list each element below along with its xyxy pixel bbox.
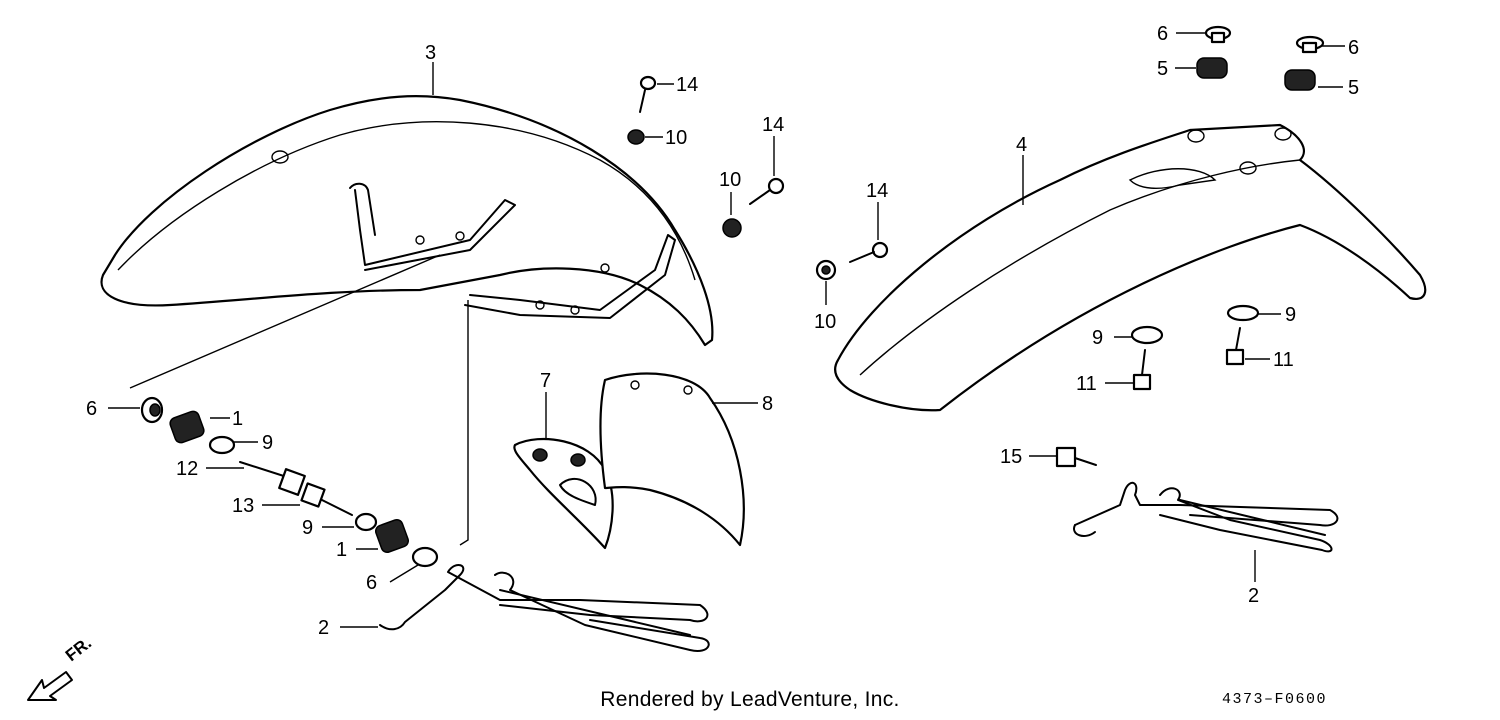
- bolt-part-11[interactable]: [1225, 327, 1245, 366]
- callout-5: 5: [1348, 77, 1359, 99]
- collar-part-6[interactable]: [1204, 25, 1232, 44]
- callout-7: 7: [540, 370, 551, 392]
- mud-flap-part-8[interactable]: [599, 372, 745, 547]
- callout-3: 3: [425, 42, 436, 64]
- callout-9: 9: [262, 432, 273, 454]
- callout-9: 9: [1285, 304, 1296, 326]
- callout-11: 11: [1076, 373, 1097, 395]
- left-mount-hardware[interactable]: [140, 396, 439, 568]
- callout-10: 10: [814, 311, 836, 333]
- callout-9: 9: [302, 517, 313, 539]
- screw-part-14[interactable]: [639, 75, 657, 113]
- callout-12: 12: [176, 458, 198, 480]
- render-credit: Rendered by LeadVenture, Inc.: [600, 688, 900, 711]
- callout-6: 6: [1157, 23, 1168, 45]
- front-fender-part-3[interactable]: [100, 95, 714, 347]
- callout-15: 15: [1000, 446, 1022, 468]
- grommet-part-5[interactable]: [1284, 69, 1316, 91]
- screw-part-14[interactable]: [849, 241, 889, 263]
- bolt-part-11[interactable]: [1132, 349, 1152, 391]
- callout-9: 9: [1092, 327, 1103, 349]
- callout-14: 14: [676, 74, 698, 96]
- screw-part-14[interactable]: [749, 177, 785, 205]
- callout-6: 6: [366, 572, 377, 594]
- washer-part-9[interactable]: [1226, 304, 1260, 322]
- nut-part-10[interactable]: [815, 259, 837, 281]
- wire-clip-part-2-right[interactable]: [1073, 481, 1339, 553]
- callout-4: 4: [1016, 134, 1027, 156]
- callout-8: 8: [762, 393, 773, 415]
- leader-line: [129, 254, 469, 546]
- grommet-part-5[interactable]: [1196, 57, 1228, 79]
- bolt-part-15[interactable]: [1055, 446, 1097, 468]
- figure-code: 4373–F0600: [1222, 691, 1328, 708]
- callout-5: 5: [1157, 58, 1168, 80]
- callout-labels: 3 14 10 14 10 14 10 4 6 6 5 5 6 1 9 12 1…: [86, 23, 1359, 639]
- callout-1: 1: [232, 408, 243, 430]
- callout-2: 2: [318, 617, 329, 639]
- callout-10: 10: [665, 127, 687, 149]
- callout-1: 1: [336, 539, 347, 561]
- washer-part-9[interactable]: [1130, 325, 1164, 345]
- callout-14: 14: [866, 180, 888, 202]
- leader-lines: [108, 32, 1345, 628]
- callout-6: 6: [1348, 37, 1359, 59]
- rear-fender-part-4[interactable]: [834, 123, 1427, 412]
- nut-part-10[interactable]: [627, 129, 645, 145]
- callout-11: 11: [1273, 349, 1294, 371]
- callout-10: 10: [719, 169, 741, 191]
- callout-6: 6: [86, 398, 97, 420]
- callout-13: 13: [232, 495, 254, 517]
- mud-flap-part-7[interactable]: [513, 437, 614, 550]
- callout-2: 2: [1248, 585, 1259, 607]
- collar-part-6[interactable]: [1295, 35, 1325, 54]
- front-arrow-icon: [27, 671, 73, 701]
- wire-clip-part-2-left[interactable]: [379, 564, 710, 652]
- callout-14: 14: [762, 114, 784, 136]
- nut-part-10[interactable]: [722, 218, 742, 238]
